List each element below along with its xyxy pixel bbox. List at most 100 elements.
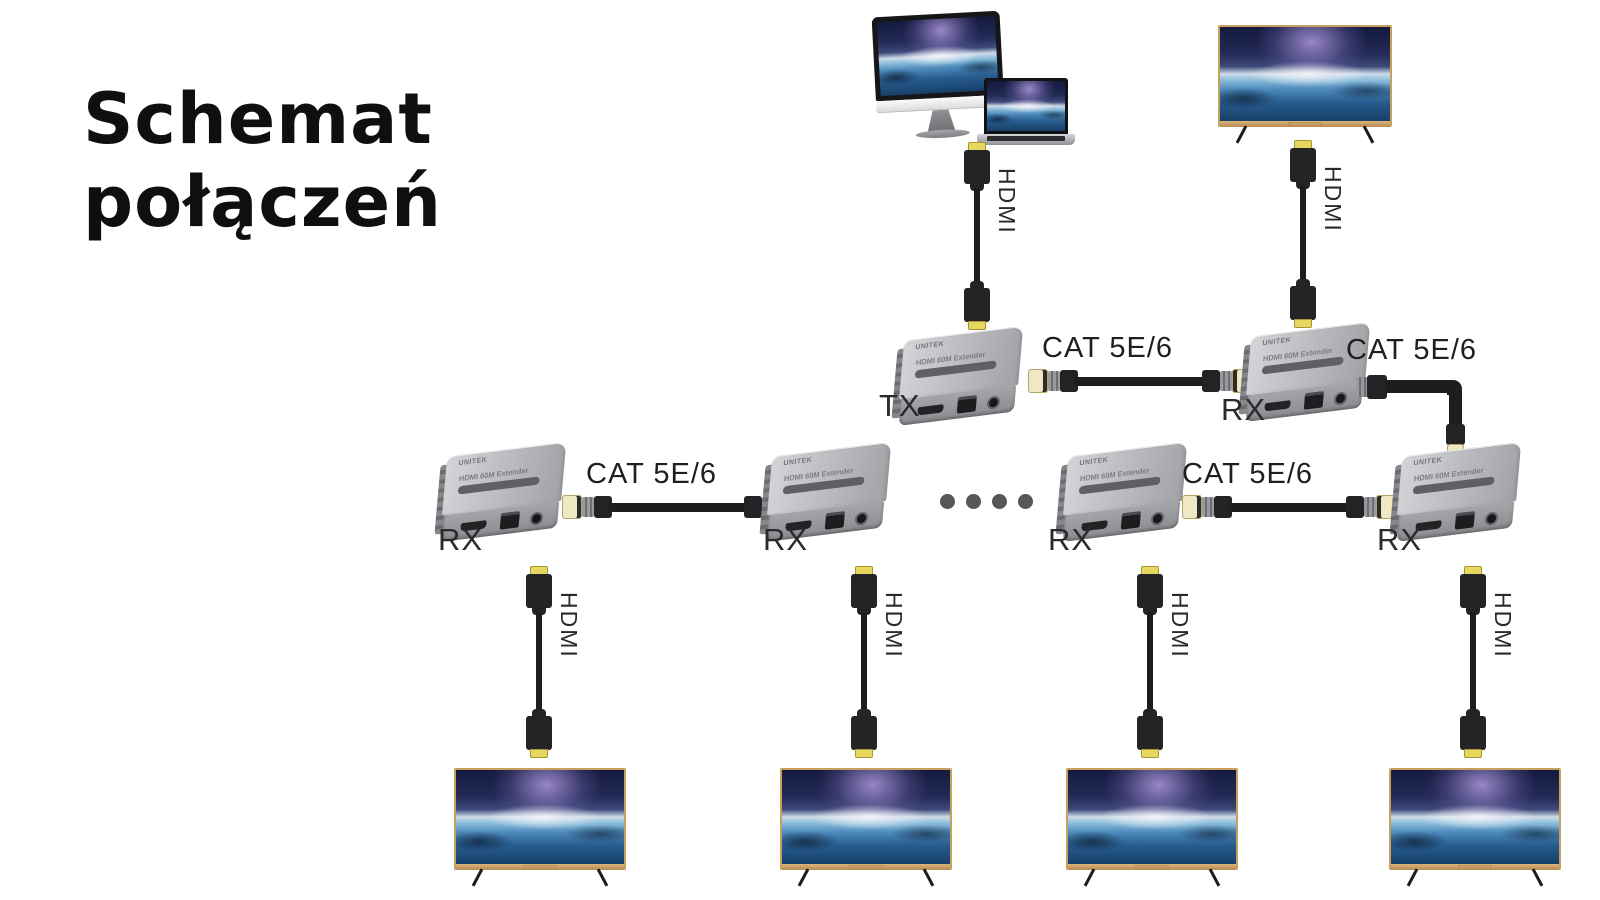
hdmi-cable-rx2-tv: HDMI — [524, 566, 582, 758]
hdmi-cable-label: HDMI — [1490, 592, 1516, 659]
rj45-plug — [1060, 370, 1078, 392]
hdmi-cable-rx4-tv: HDMI — [1135, 566, 1193, 758]
tv-bottom-4 — [1389, 768, 1561, 887]
hdmi-plug — [1290, 286, 1316, 320]
power-jack — [986, 395, 1001, 411]
tv-foot-right — [596, 868, 609, 887]
rx-label: RX — [1221, 392, 1267, 427]
tv-bottom-3 — [1066, 768, 1238, 887]
tv-chin — [1391, 864, 1559, 870]
tv-screen — [456, 770, 624, 864]
hdmi-cable-label: HDMI — [1320, 166, 1346, 233]
hdmi-connector-icon — [1294, 319, 1312, 328]
hdmi-plug — [964, 288, 990, 322]
hdmi-connector-icon — [855, 749, 873, 758]
tv-foot-right — [1531, 868, 1544, 887]
hdmi-plug-neck — [857, 607, 871, 615]
rj45-port — [824, 511, 845, 530]
rj45-plug — [1446, 424, 1465, 445]
rj45-port — [499, 511, 520, 530]
hdmi-plug-neck — [970, 183, 984, 191]
hdmi-wire — [1147, 612, 1153, 712]
laptop-base — [977, 134, 1075, 145]
hdmi-plug-neck — [1143, 607, 1157, 615]
cat-cable-rx4-rx5: CAT 5E/6 — [1182, 458, 1396, 522]
hdmi-cable-label: HDMI — [1167, 592, 1193, 659]
tv-bottom-2 — [780, 768, 952, 887]
rj45-plug — [594, 496, 612, 518]
rj45-plug — [1346, 496, 1364, 518]
hdmi-cable-rx3-tv: HDMI — [849, 566, 907, 758]
hdmi-plug — [1290, 148, 1316, 182]
tv-chin — [456, 864, 624, 870]
rj45-port — [1120, 511, 1141, 530]
rj45-connector-icon — [1028, 369, 1048, 393]
power-jack — [854, 511, 869, 527]
cat-cable-label: CAT 5E/6 — [1042, 332, 1174, 364]
tv-top-chin — [1220, 121, 1390, 127]
cat-cable-label: CAT 5E/6 — [1182, 458, 1314, 490]
device-brand: UNITEK — [1262, 336, 1292, 348]
dot-icon — [992, 494, 1007, 509]
device-brand: UNITEK — [1413, 456, 1443, 468]
cat-wire — [1228, 503, 1350, 512]
rj45-port — [1303, 391, 1324, 410]
tv-foot-left — [1235, 125, 1248, 144]
hdmi-cable-label: HDMI — [994, 168, 1020, 235]
cat-cable-rx2-rx3: CAT 5E/6 — [562, 458, 794, 522]
hdmi-plug — [526, 574, 552, 608]
hdmi-plug-neck — [532, 709, 546, 717]
rj45-port — [956, 395, 977, 414]
tv-foot-right — [922, 868, 935, 887]
hdmi-plug — [851, 574, 877, 608]
hdmi-plug-neck — [1466, 607, 1480, 615]
rj45-boot — [1356, 377, 1368, 397]
hdmi-port — [1264, 400, 1291, 412]
power-jack — [529, 511, 544, 527]
rx-label: RX — [438, 522, 484, 557]
tv-top-screen — [1220, 27, 1390, 121]
rx-label: RX — [1048, 522, 1094, 557]
laptop-keyboard — [987, 136, 1065, 141]
device-brand: UNITEK — [458, 456, 488, 468]
page-title: Schemat połączeń — [83, 78, 442, 243]
rj45-port — [1454, 511, 1475, 530]
laptop-screen — [984, 78, 1068, 134]
hdmi-plug — [1137, 716, 1163, 750]
cat-wire-corner — [1447, 380, 1462, 395]
hdmi-plug-neck — [857, 709, 871, 717]
tv-foot-left — [797, 868, 810, 887]
rx-label: RX — [1377, 522, 1423, 557]
rj45-boot — [1364, 497, 1376, 517]
page-title-line2: połączeń — [83, 160, 442, 243]
power-jack — [1150, 511, 1165, 527]
device-brand: UNITEK — [783, 456, 813, 468]
tv-foot-right — [1362, 125, 1375, 144]
rx-label: RX — [763, 522, 809, 557]
tv-logo-tab — [849, 865, 883, 869]
tv-logo-tab — [1135, 865, 1169, 869]
desktop-monitor-base — [915, 128, 970, 140]
tv-top — [1218, 25, 1392, 144]
hdmi-plug-neck — [1466, 709, 1480, 717]
hdmi-plug-neck — [1296, 279, 1310, 287]
cat-cable-label: CAT 5E/6 — [586, 458, 718, 490]
tv-screen — [1068, 770, 1236, 864]
cat-cable-tx-rx1: CAT 5E/6 — [1028, 332, 1252, 396]
hdmi-wire — [861, 612, 867, 712]
device-brand: UNITEK — [915, 340, 945, 352]
hdmi-wire — [1300, 186, 1306, 282]
rj45-plug — [744, 496, 762, 518]
hdmi-plug-neck — [1143, 709, 1157, 717]
hdmi-plug — [964, 150, 990, 184]
power-jack — [1484, 511, 1499, 527]
hdmi-cable-source-tx: HDMI — [962, 142, 1020, 330]
tv-logo-tab — [1458, 865, 1492, 869]
hdmi-connector-icon — [968, 321, 986, 330]
rj45-connector-icon — [1182, 495, 1202, 519]
hdmi-plug — [1137, 574, 1163, 608]
cat-wire — [1385, 380, 1449, 393]
hdmi-cable-label: HDMI — [881, 592, 907, 659]
hdmi-cable-tv-rx1: HDMI — [1288, 140, 1346, 328]
